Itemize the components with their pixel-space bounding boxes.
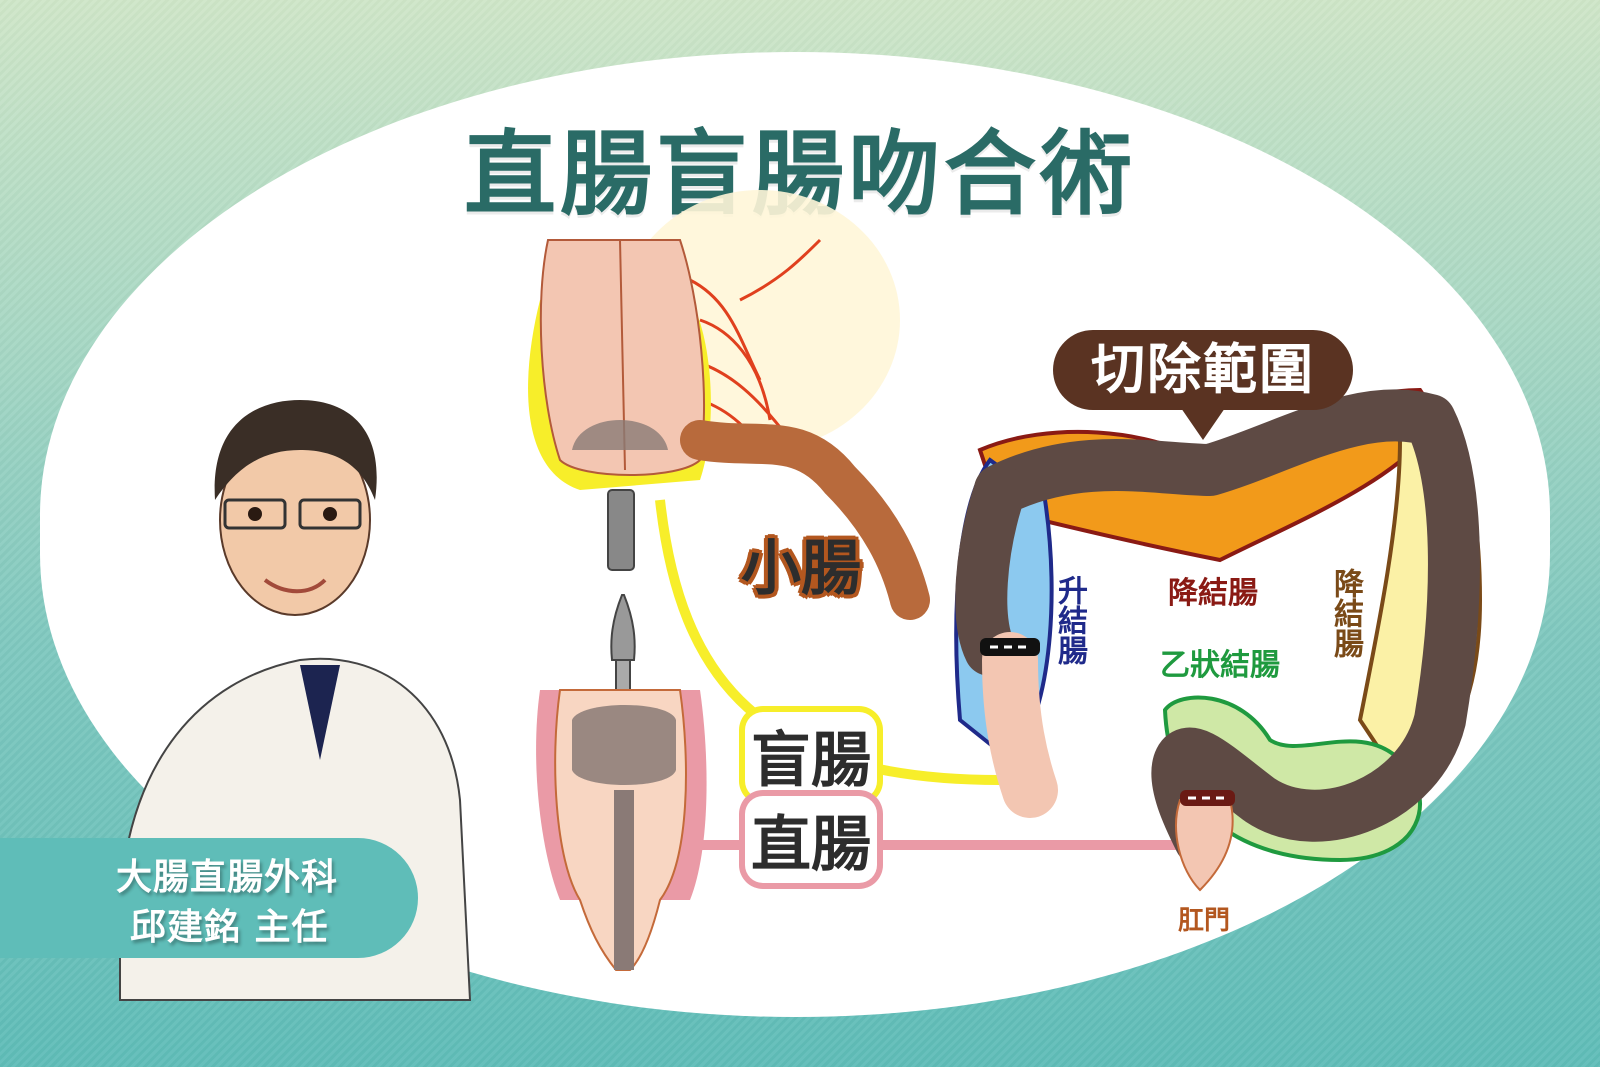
- anvil-head: [572, 420, 668, 450]
- resected-colon: [974, 389, 1480, 866]
- label-sigmoid-colon: 乙狀結腸: [1160, 648, 1280, 683]
- remaining-cecum: [982, 632, 1058, 818]
- ascending-colon-resected: [955, 464, 1026, 676]
- doctor-badge: 大腸直腸外科 邱建銘 主任: [0, 838, 418, 958]
- resection-range-callout: 切除範圍: [1053, 330, 1353, 440]
- cecum-connector-line: [655, 499, 1001, 785]
- doctor-name: 邱建銘 主任: [130, 907, 329, 948]
- label-small-intestine: 小腸: [741, 534, 861, 604]
- label-ascending-colon: 升結腸: [1052, 575, 1087, 665]
- doctor-department: 大腸直腸外科: [116, 857, 339, 898]
- stapler-tip: [610, 594, 636, 661]
- label-rectum: 直腸: [745, 796, 877, 883]
- label-descending-colon: 降結腸: [1328, 568, 1363, 658]
- label-transverse-colon: 降結腸: [1168, 576, 1258, 611]
- anus-stump: [1175, 799, 1234, 892]
- label-cecum: 盲腸: [745, 712, 877, 799]
- small-intestine: [680, 420, 930, 620]
- stapler-head: [572, 705, 676, 785]
- anvil-shaft: [607, 489, 635, 571]
- stapler-shaft: [614, 790, 634, 970]
- label-anus: 肛門: [1178, 906, 1231, 936]
